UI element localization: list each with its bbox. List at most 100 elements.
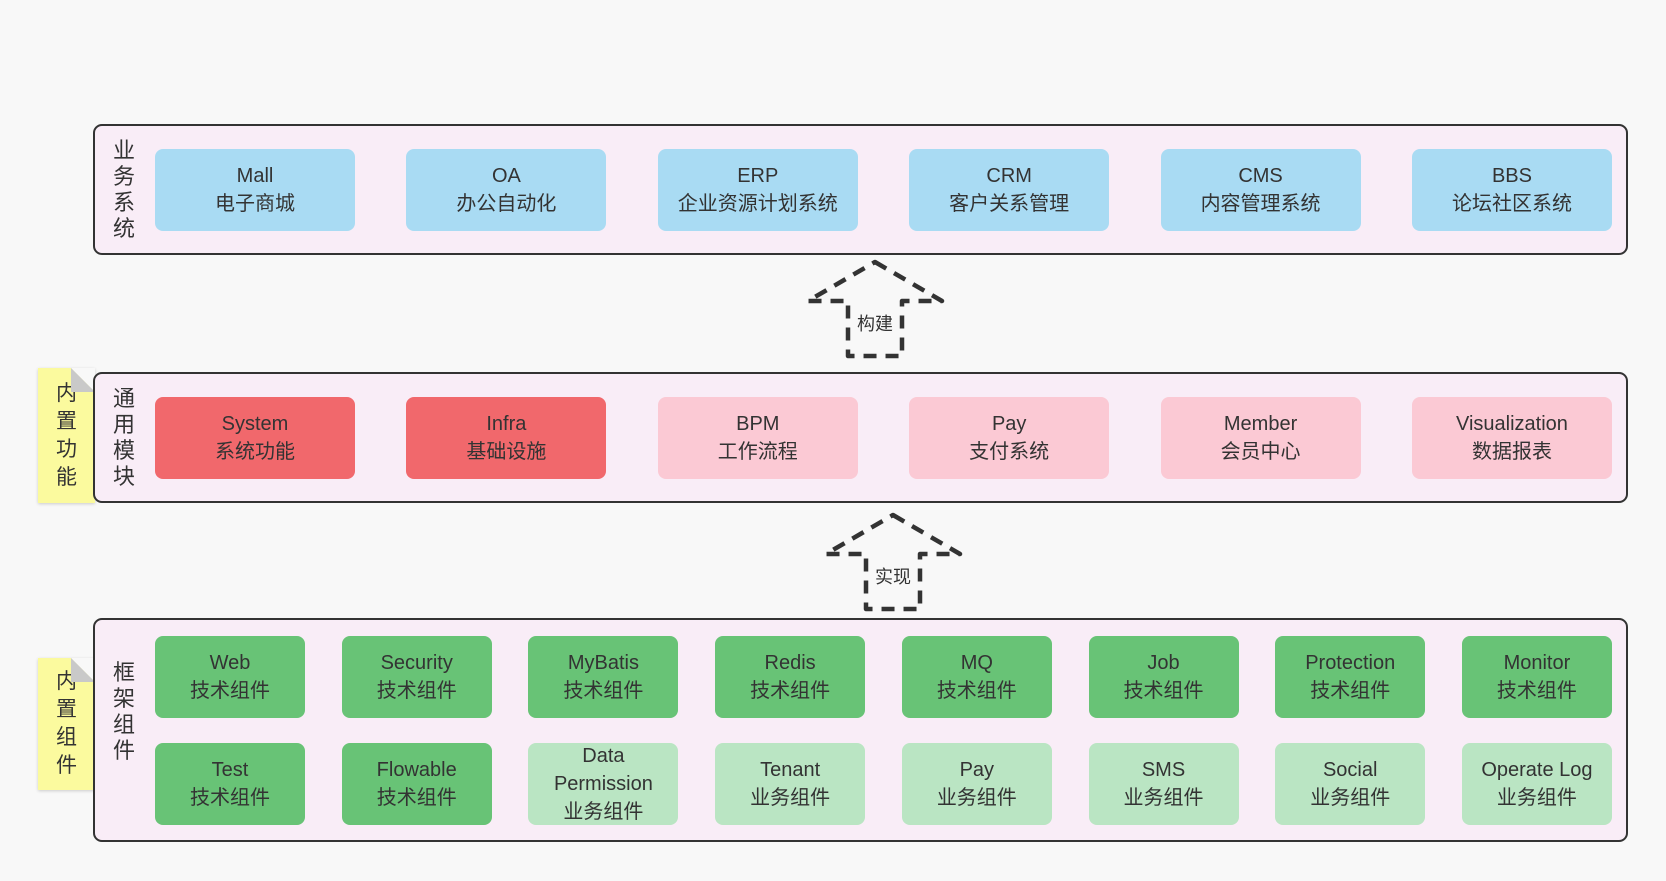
label-char: 框 (112, 660, 135, 685)
box-title: Data Permission (553, 744, 653, 795)
box-subtitle: 办公自动化 (456, 192, 557, 215)
label-char: 能 (56, 465, 77, 489)
arrow-build-up: 构建 (790, 257, 960, 361)
label-char: 内 (56, 381, 77, 405)
box-subtitle: 技术组件 (190, 786, 270, 809)
sticky-note-label: 内置功能 (56, 380, 77, 492)
box-components-test: Test 技术组件 (155, 742, 305, 825)
label-char: 模 (112, 437, 135, 463)
box-title: Social (1322, 758, 1378, 781)
box-modules-infra: Infra 基础设施 (406, 396, 607, 479)
box-subtitle: 技术组件 (936, 679, 1017, 702)
box-subtitle: 工作流程 (717, 440, 798, 463)
box-subtitle: 技术组件 (1123, 679, 1204, 702)
box-subtitle: 基础设施 (466, 440, 547, 463)
box-title: Test (211, 758, 249, 781)
box-title: Pay (959, 758, 995, 781)
box-title: Flowable (376, 758, 457, 781)
box-subtitle: 技术组件 (376, 786, 457, 809)
label-char: 架 (112, 686, 135, 711)
label-char: 置 (56, 409, 77, 433)
sticky-note-built-in-components: 内置组件 (38, 658, 95, 790)
box-components-job: Job 技术组件 (1088, 635, 1239, 718)
box-title: Visualization (1455, 412, 1568, 435)
box-title: MQ (960, 651, 993, 674)
label-char: 业 (112, 137, 135, 163)
box-components-operate-log: Operate Log 业务组件 (1461, 742, 1612, 825)
box-subtitle: 技术组件 (376, 679, 457, 702)
box-components-sms: SMS 业务组件 (1088, 742, 1239, 825)
box-title: Redis (764, 651, 816, 674)
label-char: 件 (56, 754, 77, 777)
label-char: 务 (112, 163, 135, 189)
box-subtitle: 论坛社区系统 (1451, 192, 1572, 215)
arrow-label: 实现 (872, 562, 914, 590)
panel-label: 业务系统 (109, 138, 139, 242)
dashed-up-arrow-icon (823, 512, 963, 612)
box-subtitle: 内容管理系统 (1200, 192, 1321, 215)
box-title: BPM (736, 412, 780, 435)
box-title: Operate Log (1481, 758, 1593, 781)
box-title: Security (380, 651, 453, 674)
box-components-mq: MQ 技术组件 (901, 635, 1052, 718)
arrow-implement-up: 实现 (808, 510, 978, 614)
box-title: SMS (1141, 758, 1186, 781)
box-subtitle: 会员中心 (1220, 440, 1301, 463)
label-char: 组 (56, 726, 77, 749)
box-subtitle: 支付系统 (969, 440, 1050, 463)
box-title: ERP (737, 164, 779, 187)
panel-row: Test 技术组件 Flowable 技术组件 Data Permission 业务组件 T… (155, 742, 1612, 825)
box-title: Tenant (760, 758, 821, 781)
panel-label: 框架组件 (109, 660, 139, 764)
box-title: Monitor (1503, 651, 1571, 674)
label-char: 系 (112, 189, 135, 215)
box-title: Infra (486, 412, 527, 435)
box-subtitle: 业务组件 (750, 786, 831, 809)
label-char: 统 (112, 215, 135, 241)
label-char: 功 (56, 437, 77, 461)
box-subtitle: 客户关系管理 (949, 192, 1070, 215)
box-business-oa: OA 办公自动化 (406, 148, 607, 231)
box-components-flowable: Flowable 技术组件 (341, 742, 492, 825)
sticky-note-built-in-features: 内置功能 (38, 368, 95, 503)
label-char: 通 (112, 385, 135, 411)
sticky-note-label: 内置组件 (56, 668, 77, 780)
box-subtitle: 技术组件 (750, 679, 831, 702)
box-title: Protection (1305, 651, 1396, 674)
box-subtitle: 技术组件 (190, 679, 270, 702)
box-title: BBS (1491, 164, 1532, 187)
label-char: 块 (112, 463, 135, 489)
box-title: Job (1147, 651, 1180, 674)
box-title: System (221, 412, 289, 435)
box-components-redis: Redis 技术组件 (715, 635, 866, 718)
label-char: 组 (112, 712, 135, 737)
box-business-bbs: BBS 论坛社区系统 (1411, 148, 1612, 231)
box-title: Member (1223, 412, 1298, 435)
box-subtitle: 业务组件 (1496, 786, 1577, 809)
box-subtitle: 系统功能 (215, 440, 295, 463)
dashed-up-arrow-icon (805, 259, 945, 359)
box-subtitle: 技术组件 (563, 679, 644, 702)
box-modules-bpm: BPM 工作流程 (657, 396, 858, 479)
box-title: OA (491, 164, 521, 187)
box-modules-system: System 系统功能 (155, 396, 355, 479)
box-subtitle: 业务组件 (1123, 786, 1204, 809)
box-components-security: Security 技术组件 (341, 635, 492, 718)
label-char: 内 (56, 670, 77, 693)
box-subtitle: 技术组件 (1310, 679, 1391, 702)
box-subtitle: 技术组件 (1496, 679, 1577, 702)
